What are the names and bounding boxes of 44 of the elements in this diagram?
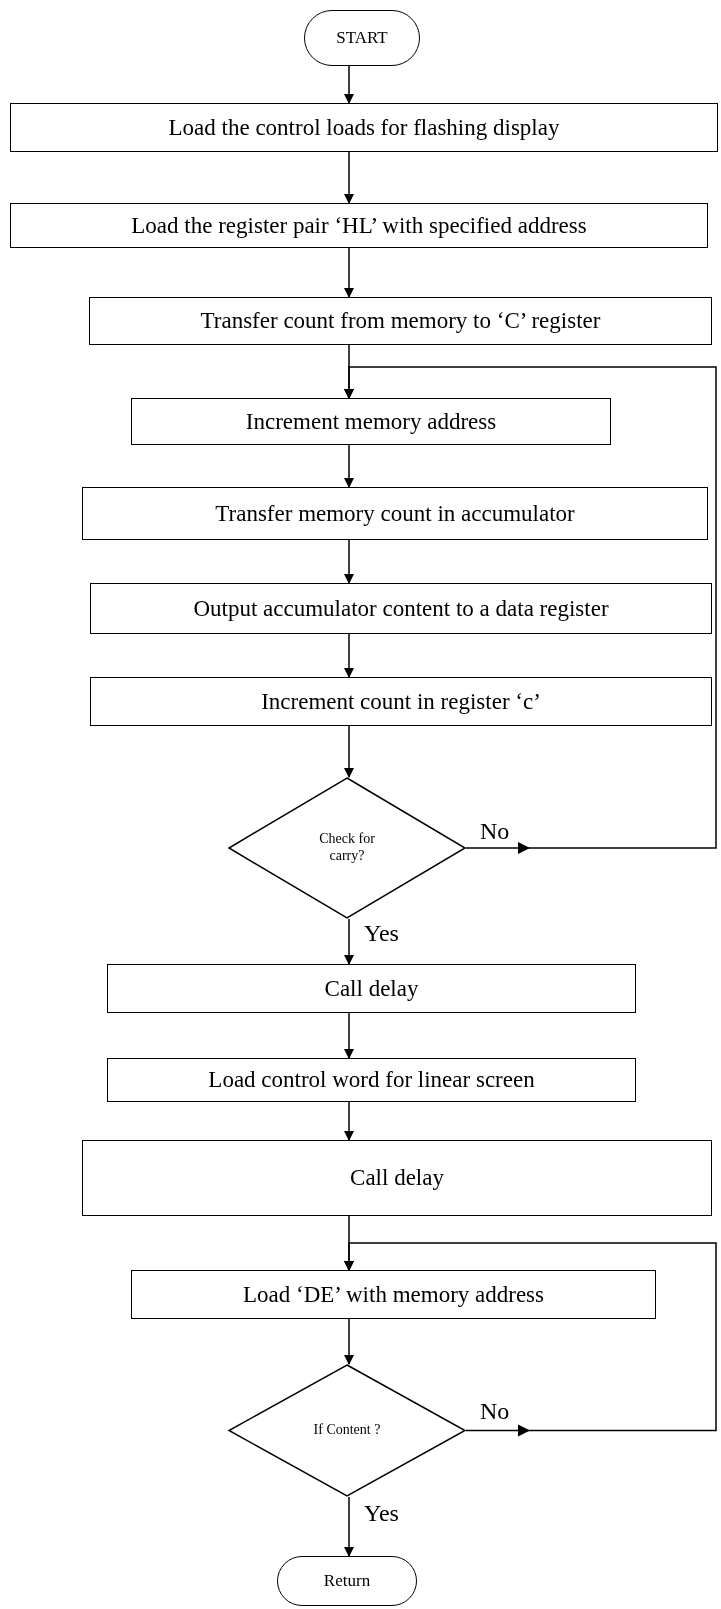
arrow [344, 1496, 354, 1557]
arrow [344, 1318, 354, 1365]
step-text: Increment memory address [245, 407, 497, 436]
arrow [344, 65, 354, 104]
arrow [344, 633, 354, 678]
process-box [107, 964, 636, 1013]
process-box [107, 1058, 636, 1102]
step-text: If Content ? [313, 1422, 381, 1439]
step-text: Check for carry? [318, 831, 376, 865]
step-text: Load ‘DE’ with memory address [242, 1280, 544, 1309]
arrow [344, 918, 354, 965]
arrow [344, 151, 354, 204]
arrow [344, 1012, 354, 1059]
step-text: Return [323, 1570, 371, 1592]
arrow [344, 1242, 717, 1437]
step-text: Transfer count from memory to ‘C’ register [200, 307, 601, 335]
step-text: Increment count in register ‘c’ [261, 687, 541, 716]
arrow [344, 444, 354, 488]
arrow [344, 539, 354, 584]
process-box [89, 297, 712, 345]
step-text: Output accumulator content to a data register [193, 594, 609, 623]
process-box [131, 1270, 656, 1319]
process-box [10, 103, 718, 152]
process-box [82, 1140, 712, 1216]
step-text: Call delay [324, 974, 419, 1003]
process-box [90, 677, 712, 726]
step-text: Load the control loads for flashing display [168, 113, 560, 142]
step-text: Load control word for linear screen [208, 1066, 535, 1094]
terminal-shape [304, 10, 420, 66]
process-box [10, 203, 708, 248]
step-text: Call delay [350, 1164, 444, 1192]
decision-diamond [228, 777, 466, 919]
decision-diamond [228, 1364, 466, 1497]
step-text: Load the register pair ‘HL’ with specified address [131, 211, 587, 240]
terminal-shape [277, 1556, 417, 1606]
arrow [344, 1101, 354, 1141]
step-text: Transfer memory count in accumulator [215, 499, 575, 528]
arrow [344, 366, 717, 854]
process-box [90, 583, 712, 634]
arrow [344, 725, 354, 778]
process-box [131, 398, 611, 445]
process-box [82, 487, 708, 540]
arrow [344, 247, 354, 298]
step-text: START [336, 27, 388, 49]
